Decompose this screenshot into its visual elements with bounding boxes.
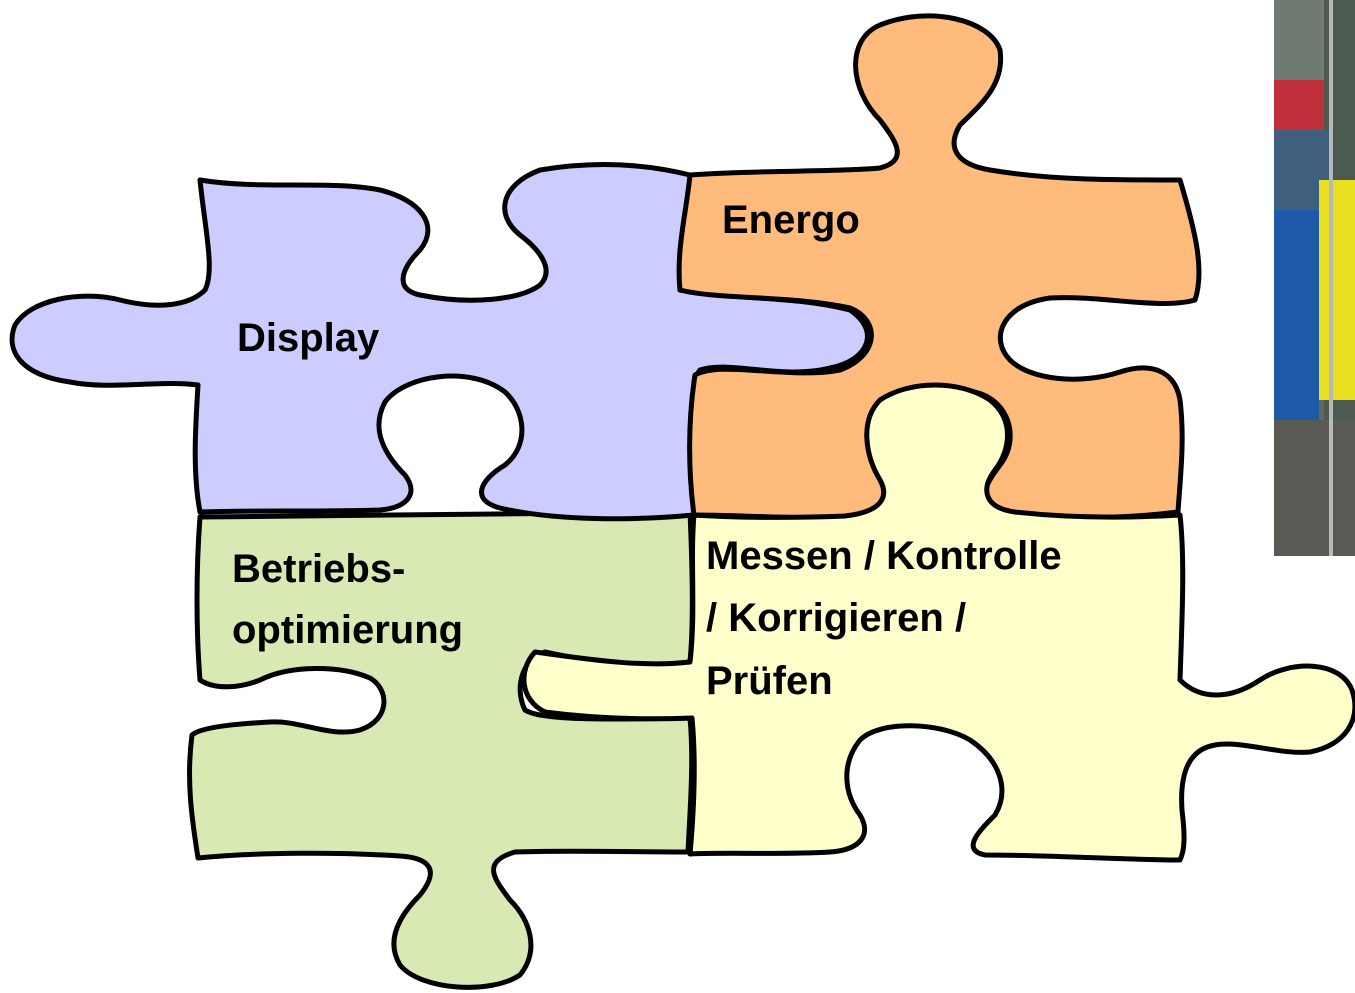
piece-display [9, 162, 870, 522]
piece-messen [521, 382, 1355, 863]
label-display: Display [237, 316, 380, 360]
label-betriebs-line2: optimierung [232, 608, 463, 652]
label-energo: Energo [722, 198, 860, 242]
piece-energo [676, 13, 1202, 521]
label-betriebs-line1: Betriebs- [232, 547, 405, 591]
label-messen-line1: Messen / Kontrolle [706, 534, 1062, 578]
label-messen-line3: Prüfen [706, 659, 833, 703]
street-photo [1274, 0, 1355, 556]
piece-betriebsoptimierung [187, 509, 695, 990]
label-messen-line2: / Korrigieren / [706, 596, 966, 640]
